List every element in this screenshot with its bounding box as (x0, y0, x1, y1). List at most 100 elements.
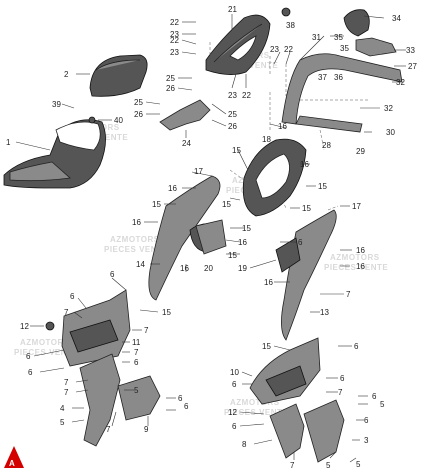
label-11: 11 (132, 338, 141, 347)
label-15: 15 (222, 200, 231, 209)
label-7: 7 (338, 388, 343, 397)
label-16: 16 (300, 160, 309, 169)
brand-logo: A (4, 446, 24, 468)
label-6: 6 (298, 238, 303, 247)
label-5: 5 (60, 418, 65, 427)
label-6: 6 (110, 270, 115, 279)
label-16: 16 (264, 278, 273, 287)
watermark-text: PIECES VENTE (324, 263, 388, 272)
label-12: 12 (228, 408, 237, 417)
label-15: 15 (318, 182, 327, 191)
label-30: 30 (386, 128, 395, 137)
label-40: 40 (114, 116, 123, 125)
label-31: 31 (312, 33, 321, 42)
label-5: 5 (326, 461, 331, 470)
part-3-rear-bracket (303, 399, 345, 463)
label-6: 6 (134, 358, 139, 367)
label-9: 9 (144, 425, 149, 434)
label-15: 15 (228, 251, 237, 260)
label-16: 16 (168, 184, 177, 193)
label-26: 26 (166, 84, 175, 93)
label-6: 6 (70, 292, 75, 301)
label-26: 26 (228, 122, 237, 131)
label-35: 35 (340, 44, 349, 53)
part-34-top-assembly (343, 9, 397, 57)
label-16: 16 (180, 264, 189, 273)
part-13-right-side-panel (281, 209, 337, 341)
label-36: 36 (334, 73, 343, 82)
label-25: 25 (166, 74, 175, 83)
watermark-text: AZMOTORS (110, 235, 160, 244)
part-20-small-cover (195, 219, 227, 255)
label-29: 29 (356, 147, 365, 156)
dashed-leader-lines (209, 42, 370, 211)
label-16: 16 (132, 218, 141, 227)
label-23: 23 (170, 30, 179, 39)
label-25: 25 (134, 98, 143, 107)
watermark-text: AZMOTORS (20, 338, 70, 347)
label-12: 12 (20, 322, 29, 331)
watermark-text: PIECES VENTE (14, 348, 78, 357)
label-5: 5 (134, 386, 139, 395)
label-6: 6 (354, 342, 359, 351)
label-10: 10 (230, 368, 239, 377)
part-10-lower-right-cover (249, 337, 321, 405)
label-4: 4 (60, 404, 65, 413)
label-6: 6 (26, 352, 31, 361)
label-16: 16 (278, 122, 287, 131)
part-31-rear-handle (281, 53, 403, 133)
label-7: 7 (346, 290, 351, 299)
part-2-rear-seat (89, 54, 148, 97)
label-7: 7 (290, 461, 295, 470)
label-13: 13 (320, 308, 329, 317)
watermark-text: AZMOTORS (230, 398, 280, 407)
label-16: 16 (238, 238, 247, 247)
label-1: 1 (6, 138, 11, 147)
label-27: 27 (408, 62, 417, 71)
label-17: 17 (352, 202, 361, 211)
logo-letter: A (9, 459, 15, 468)
part-1-main-seat (3, 119, 106, 189)
watermark-text: PIECES VENTE (104, 245, 168, 254)
part-9-small-bracket (117, 375, 161, 421)
label-26: 26 (134, 110, 143, 119)
part-12-grommet (45, 321, 55, 331)
part-4-lower-left-bracket (79, 353, 121, 447)
label-37: 37 (318, 73, 327, 82)
label-15: 15 (242, 224, 251, 233)
label-7: 7 (64, 388, 69, 397)
part-21-rear-rack (205, 14, 271, 75)
label-3: 3 (364, 436, 369, 445)
label-16: 16 (356, 246, 365, 255)
label-7: 7 (106, 425, 111, 434)
label-20: 20 (204, 264, 213, 273)
watermark-text: PIECES VENTE (224, 408, 288, 417)
label-15: 15 (302, 204, 311, 213)
label-22: 22 (170, 36, 179, 45)
label-18: 18 (262, 135, 271, 144)
label-15: 15 (152, 200, 161, 209)
label-6: 6 (372, 392, 377, 401)
label-38: 38 (286, 21, 295, 30)
label-23: 23 (228, 91, 237, 100)
label-6: 6 (178, 394, 183, 403)
label-22: 22 (170, 18, 179, 27)
label-25: 25 (228, 110, 237, 119)
label-6: 6 (232, 380, 237, 389)
part-40-fastener (88, 116, 96, 124)
callout-labels: 2 39 40 1 22 23 22 23 21 38 23 22 25 26 … (6, 5, 417, 470)
part-38-bolt (281, 7, 291, 17)
label-35: 35 (334, 33, 343, 42)
label-24: 24 (182, 139, 191, 148)
label-14: 14 (136, 260, 145, 269)
label-22: 22 (242, 91, 251, 100)
label-17: 17 (194, 167, 203, 176)
label-32: 32 (396, 78, 405, 87)
label-7: 7 (64, 308, 69, 317)
label-39: 39 (52, 100, 61, 109)
label-2: 2 (64, 70, 69, 79)
label-8: 8 (242, 440, 247, 449)
label-23: 23 (270, 45, 279, 54)
part-24-bracket (159, 99, 211, 131)
